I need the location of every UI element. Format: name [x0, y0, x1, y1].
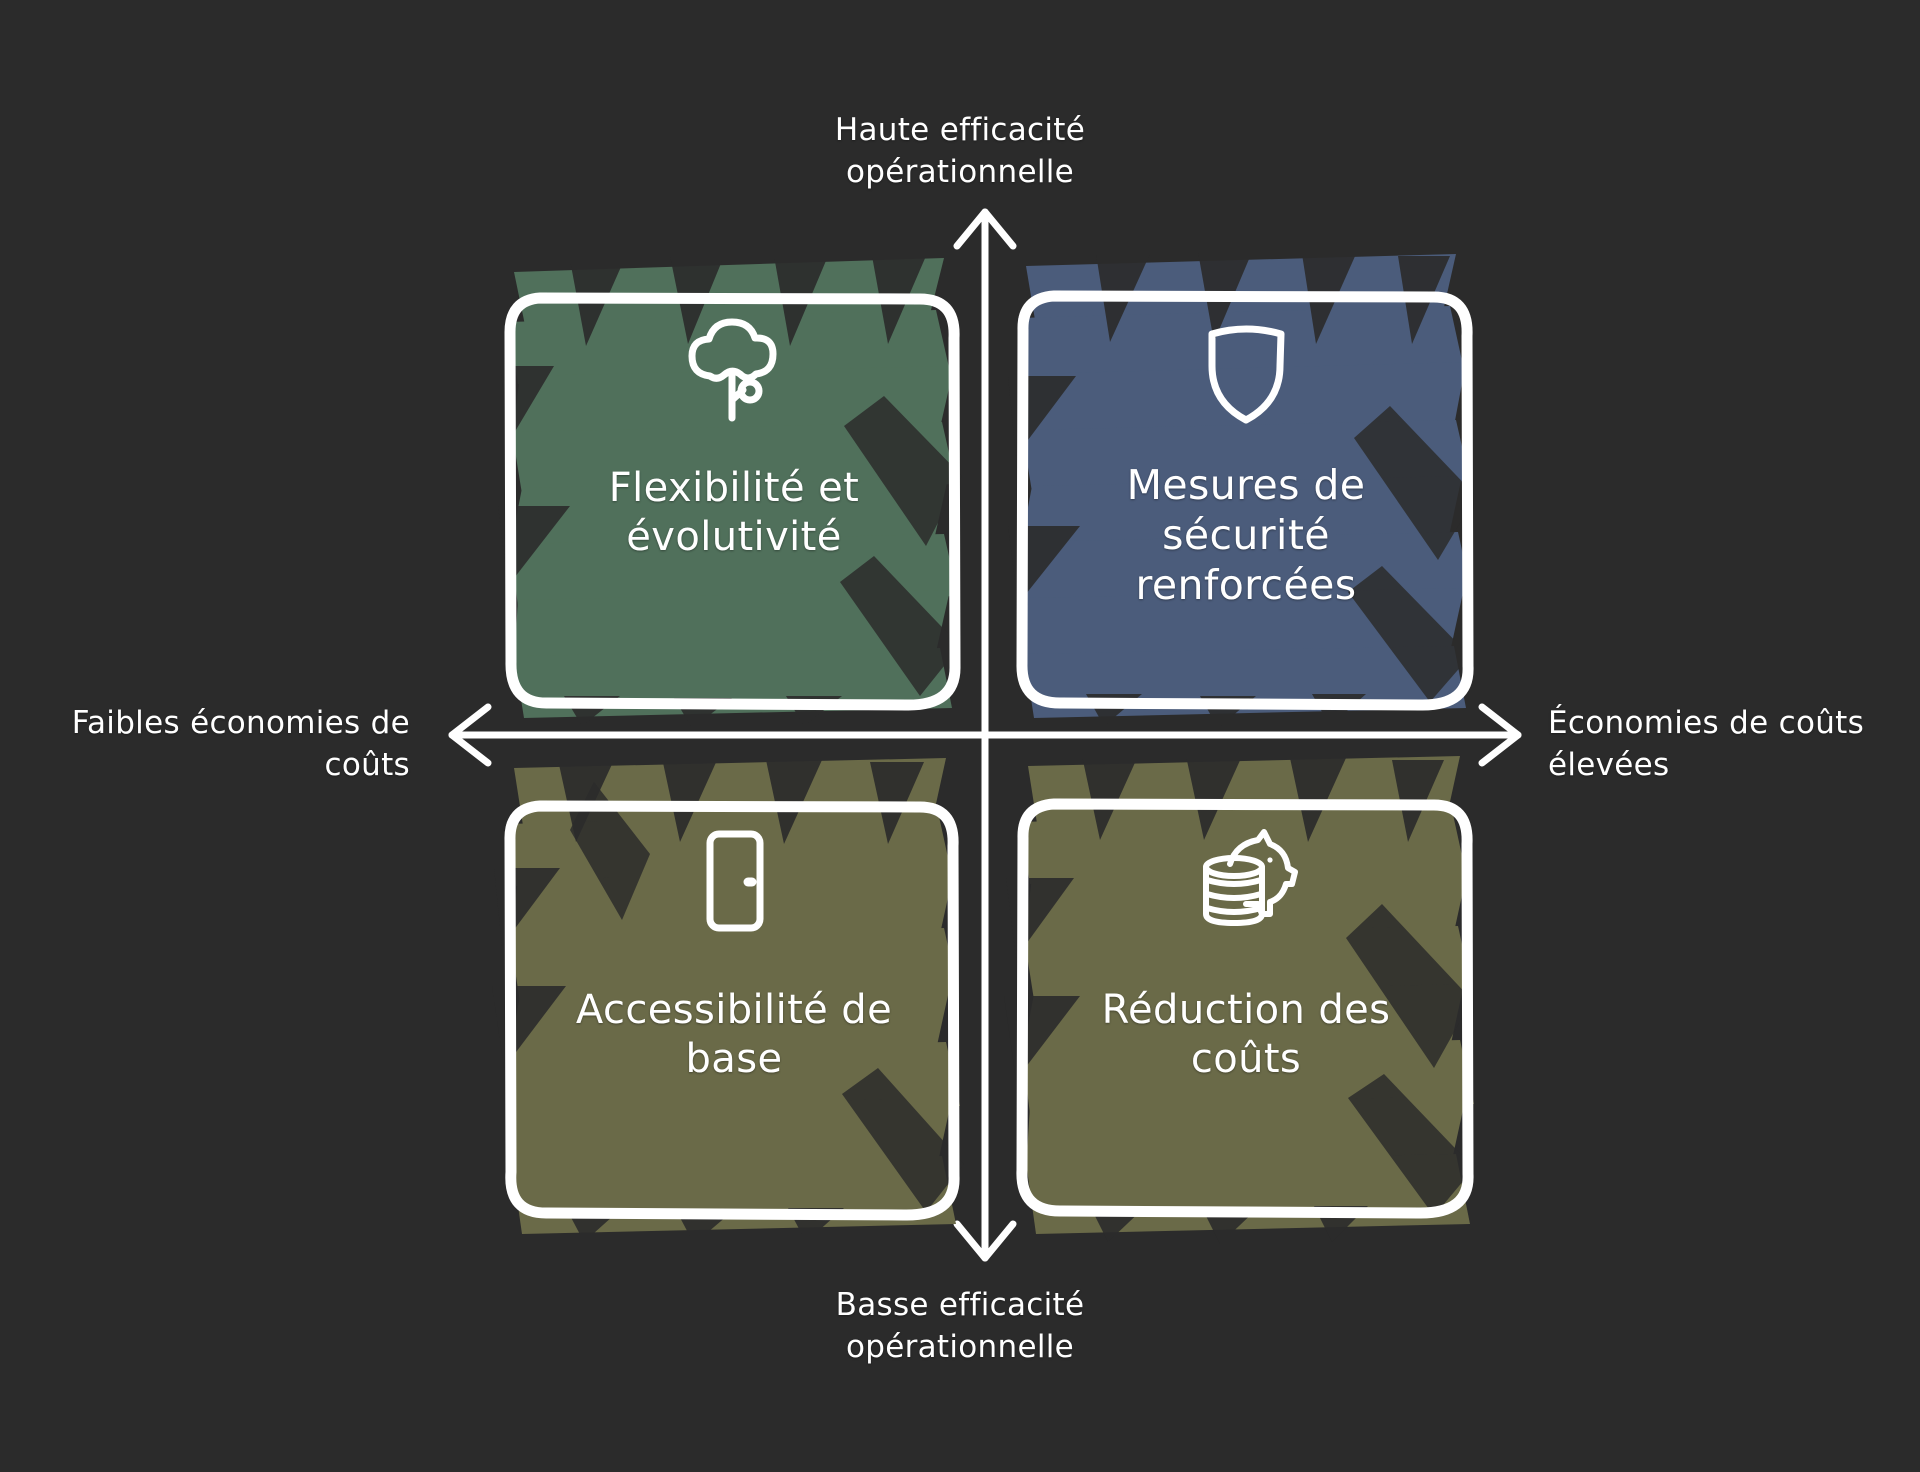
quadrant-bottom-right-border	[1016, 798, 1474, 1219]
quadrant-top-right-label-line1: Mesures de	[1126, 461, 1366, 509]
quadrant-top-right-artwork	[1008, 252, 1476, 728]
axis-label-right-line1: Économies de coûts	[1548, 705, 1865, 741]
quadrant-bottom-right-label: Réduction des coûts	[1076, 986, 1416, 1084]
axis-label-left-line1: Faibles économies de	[71, 705, 410, 741]
quadrant-top-right-border	[1016, 290, 1474, 711]
quadrant-bottom-right-content: Réduction des coûts	[1022, 774, 1470, 1222]
door-icon	[674, 822, 794, 942]
axis-label-top-line1: Haute efficacité	[834, 112, 1086, 148]
quadrant-bottom-right-label-line1: Réduction des	[1101, 987, 1391, 1033]
axis-label-left: Faibles économies de coûts	[30, 703, 410, 786]
axis-label-left-line2: coûts	[324, 746, 410, 783]
axis-label-right: Économies de coûts élevées	[1548, 703, 1908, 786]
piggy-bank-icon	[1186, 822, 1306, 942]
tree-icon	[674, 310, 794, 430]
axis-label-bottom-line2: opérationnelle	[845, 1328, 1075, 1365]
axis-label-top: Haute efficacité opérationnelle	[760, 110, 1160, 193]
quadrant-bottom-left-content: Accessibilité de base	[510, 774, 958, 1222]
quadrant-top-right-label: Mesures de sécurité renforcées	[1076, 460, 1416, 610]
axis-label-top-line2: opérationnelle	[845, 153, 1075, 190]
quadrant-top-left[interactable]: Flexibilité et évolutivité	[498, 256, 962, 728]
quadrant-bottom-left-border	[504, 800, 960, 1221]
quadrant-bottom-left-label-line2: base	[685, 1035, 783, 1082]
quadrant-top-right-label-line2: sécurité	[1162, 511, 1330, 560]
quadrant-top-left-label: Flexibilité et évolutivité	[564, 464, 904, 562]
shield-icon	[1186, 310, 1306, 430]
axis-label-bottom: Basse efficacité opérationnelle	[760, 1285, 1160, 1368]
quadrant-bottom-left[interactable]: Accessibilité de base	[492, 758, 964, 1244]
quadrant-top-left-label-line2: évolutivité	[626, 513, 842, 560]
quadrant-top-left-artwork	[498, 256, 962, 728]
quadrant-top-right[interactable]: Mesures de sécurité renforcées	[1008, 252, 1476, 728]
quadrant-top-left-border	[504, 292, 961, 711]
quadrant-bottom-right[interactable]: Réduction des coûts	[1004, 756, 1474, 1244]
axis-label-bottom-line1: Basse efficacité	[835, 1287, 1085, 1323]
quadrant-top-right-label-line3: renforcées	[1135, 561, 1357, 610]
quadrant-top-left-label-line1: Flexibilité et	[608, 465, 860, 511]
axis-label-right-line2: élevées	[1548, 746, 1670, 783]
quadrant-bottom-left-label-line1: Accessibilité de	[575, 987, 893, 1033]
quadrant-bottom-left-label: Accessibilité de base	[564, 986, 904, 1084]
quadrant-top-left-content: Flexibilité et évolutivité	[510, 262, 958, 710]
quadrant-top-right-content: Mesures de sécurité renforcées	[1022, 262, 1470, 710]
quadrant-bottom-left-artwork	[492, 758, 964, 1244]
quadrant-bottom-right-label-line2: coûts	[1190, 1035, 1302, 1082]
